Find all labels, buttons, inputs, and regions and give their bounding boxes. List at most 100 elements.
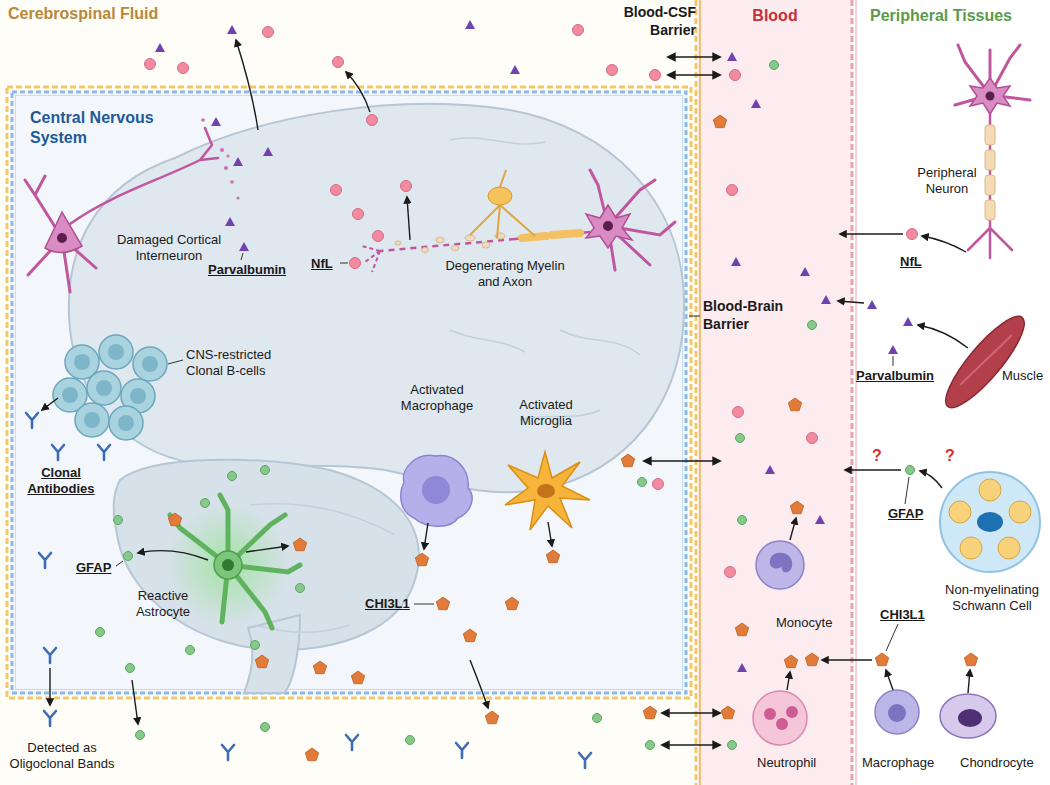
figure-label: Macrophage <box>862 755 934 771</box>
myelin-debris <box>465 235 475 241</box>
leader-line <box>886 624 898 651</box>
axon-fragment <box>227 155 230 158</box>
muscle-tissue <box>935 307 1034 416</box>
nfl-particle <box>353 209 364 220</box>
gfap-particle <box>593 714 602 723</box>
peripheral-soma <box>970 78 1010 114</box>
release-arrow <box>838 301 864 303</box>
antibody-symbol <box>456 743 468 758</box>
parvalbumin-particle <box>233 157 243 166</box>
figure-label: Muscle <box>1002 368 1043 384</box>
neuron-axon <box>515 232 590 239</box>
nfl-particle <box>730 70 741 81</box>
figure-label: Neutrophil <box>757 755 816 771</box>
antibody-symbol <box>39 553 51 568</box>
release-arrow <box>886 670 893 690</box>
macrophage-nucleus <box>888 704 906 722</box>
chi3l1-particle <box>713 115 726 128</box>
nfl-particle <box>401 181 412 192</box>
nfl-particle <box>333 57 344 68</box>
chi3l1-particle <box>436 597 449 610</box>
blood-brain-barrier-line <box>12 92 686 693</box>
antibody-symbol <box>98 445 110 460</box>
release-arrows <box>42 40 970 724</box>
myelin-debris <box>451 246 459 251</box>
nucleus-lobe <box>776 718 788 730</box>
b-cell <box>87 371 121 405</box>
gfap-particle <box>126 664 135 673</box>
gfap-particle <box>296 584 305 593</box>
chi3l1-particle <box>168 513 181 526</box>
astrocyte-soma <box>214 551 242 579</box>
nfl-particle <box>653 479 664 490</box>
release-arrow <box>787 672 790 690</box>
myelin-segment <box>985 200 995 220</box>
nfl-particle <box>145 59 156 70</box>
parvalbumin-particle <box>211 117 221 126</box>
chi3l1-particle <box>621 454 634 467</box>
gfap-particle <box>261 723 270 732</box>
figure-label: GFAP <box>888 506 923 522</box>
figure-label: Reactive Astrocyte <box>126 588 200 621</box>
release-arrow <box>346 72 370 112</box>
release-arrow <box>470 660 488 708</box>
antibody-symbol <box>222 745 234 760</box>
gfap-particle <box>646 741 655 750</box>
brain-fold <box>250 138 640 633</box>
oligodendrocyte <box>488 187 512 205</box>
nfl-particle <box>573 25 584 36</box>
macrophage-cell <box>875 690 919 734</box>
parvalbumin-particle <box>727 52 737 61</box>
chi3l1-particle <box>293 538 306 551</box>
parvalbumin-particle <box>731 257 741 266</box>
leader-lines <box>116 253 909 651</box>
axon-fragment <box>201 118 205 122</box>
unmyelinated-axon <box>979 479 1001 501</box>
antibody-symbol <box>44 648 56 663</box>
figure-label: Damaged Cortical Interneuron <box>110 232 228 265</box>
parvalbumin-particle <box>465 20 475 29</box>
parvalbumin-particle <box>155 43 165 52</box>
nfl-particle <box>727 185 738 196</box>
release-arrow <box>548 522 552 546</box>
barrier-crossing-arrow <box>668 74 720 76</box>
release-arrow <box>236 40 258 130</box>
myelin-segment <box>985 150 995 170</box>
chi3l1-particle <box>415 553 428 566</box>
chi3l1-particle <box>505 597 518 610</box>
unmyelinated-axon <box>960 537 982 559</box>
vessel-wall-line <box>856 0 857 785</box>
region-panel: Central Nervous System <box>10 90 688 695</box>
chi3l1-particle <box>735 623 748 636</box>
axon-fragment <box>220 148 224 152</box>
nfl-particle <box>331 185 342 196</box>
figure-label: Non-myelinating Schwann Cell <box>936 582 1048 615</box>
nfl-particle <box>650 70 661 81</box>
b-cell-nucleus <box>130 388 146 404</box>
interneuron-dendrite <box>25 176 96 292</box>
chi3l1-particle <box>788 398 801 411</box>
gfap-particle <box>124 552 133 561</box>
nucleus-lobe <box>786 706 798 718</box>
schwann-cell <box>940 472 1040 572</box>
nfl-particle <box>733 407 744 418</box>
gfap-particle <box>114 516 123 525</box>
nfl-particle <box>350 258 361 269</box>
leader-line <box>168 360 183 364</box>
astrocyte-nucleus <box>222 559 234 571</box>
gfap-particle <box>96 628 105 637</box>
figure-label: CHI3L1 <box>365 596 410 612</box>
schwann-nucleus <box>977 512 1003 532</box>
parvalbumin-particle <box>821 295 831 304</box>
figure-label: CHI3L1 <box>880 607 925 623</box>
gfap-particle <box>251 641 260 650</box>
barrier-crossing-arrow <box>644 460 720 462</box>
gfap-particle <box>638 478 647 487</box>
chi3l1-particle <box>784 655 797 668</box>
leader-line <box>340 263 348 264</box>
chi3l1-particle <box>721 706 734 719</box>
nfl-particle <box>725 567 736 578</box>
b-cell <box>75 403 109 437</box>
release-arrow <box>922 236 966 252</box>
